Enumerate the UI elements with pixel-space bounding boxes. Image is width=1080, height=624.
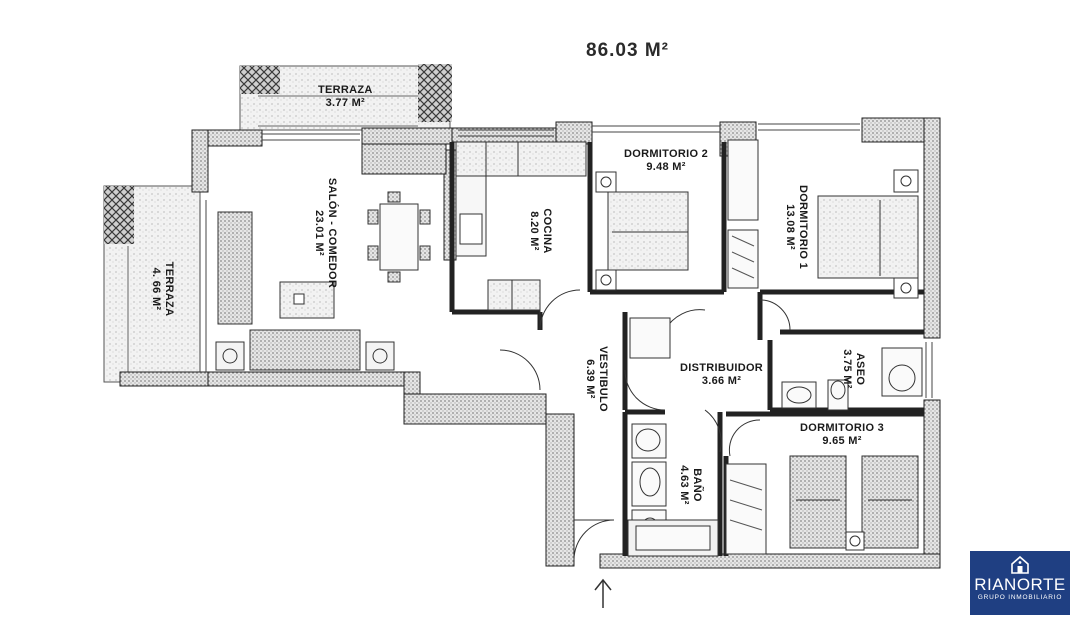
bedroom3-furniture [789,455,919,551]
room-name: DORMITORIO 1 [797,184,809,270]
total-area: 86.03 M² [586,40,669,61]
kitchen-fixtures [455,141,587,311]
wardrobes [629,139,767,555]
room-area: 4. 66 M² [150,267,162,311]
logo-tagline: GRUPO INMOBILIARIO [977,594,1063,601]
room-name: DORMITORIO 3 [800,422,885,434]
bedroom1-furniture [817,169,919,299]
salon-furniture [215,191,431,371]
room-area: 13.08 M² [784,204,796,250]
room-name: TERRAZA [163,261,175,317]
room-area: 23.01 M² [313,210,325,256]
exterior-walls [119,117,941,569]
bathroom-fixtures [627,423,719,557]
room-label-distribuidor: DISTRIBUIDOR 3.66 M² [680,362,763,388]
room-label-aseo: ASEO 3.75 M² [840,334,866,404]
room-label-bano: BAÑO 4.63 M² [677,445,703,525]
room-name: ASEO [854,352,866,386]
toilet-room-fixtures [781,347,923,411]
house-icon [1011,555,1029,574]
room-label-cocina: COCINA 8.20 M² [527,191,553,271]
room-label-terraza-top: TERRAZA 3.77 M² [318,84,373,110]
room-name: BAÑO [691,468,703,502]
up-arrow-icon [594,578,612,608]
room-label-vestibulo: VESTIBULO 6.39 M² [583,329,609,429]
room-area: 3.66 M² [701,375,742,387]
room-area: 6.39 M² [584,359,596,399]
logo-brand: RIANORTE [974,575,1066,594]
room-area: 3.75 M² [841,349,853,389]
terrace-top [239,64,452,131]
room-label-dormitorio3: DORMITORIO 3 9.65 M² [800,422,884,448]
room-area: 4.63 M² [678,465,690,505]
room-area: 8.20 M² [528,211,540,251]
room-name: SALÓN - COMEDOR [326,177,338,289]
room-label-terraza-left: TERRAZA 4. 66 M² [149,241,175,337]
room-label-dormitorio1: DORMITORIO 1 13.08 M² [783,177,809,277]
room-name: VESTIBULO [597,346,609,412]
room-name: DISTRIBUIDOR [680,362,764,374]
room-label-dormitorio2: DORMITORIO 2 9.48 M² [624,148,708,174]
rianorte-logo: RIANORTE GRUPO INMOBILIARIO [970,551,1070,615]
bedroom2-furniture [595,171,689,291]
room-name: DORMITORIO 2 [624,148,709,160]
room-area: 3.77 M² [325,97,366,109]
room-label-salon: SALÓN - COMEDOR 23.01 M² [312,168,338,298]
terrace-left [103,185,201,383]
room-area: 9.48 M² [646,161,686,173]
windows [199,123,933,398]
room-name: TERRAZA [318,84,373,96]
room-area: 9.65 M² [822,435,862,447]
room-name: COCINA [541,208,553,254]
